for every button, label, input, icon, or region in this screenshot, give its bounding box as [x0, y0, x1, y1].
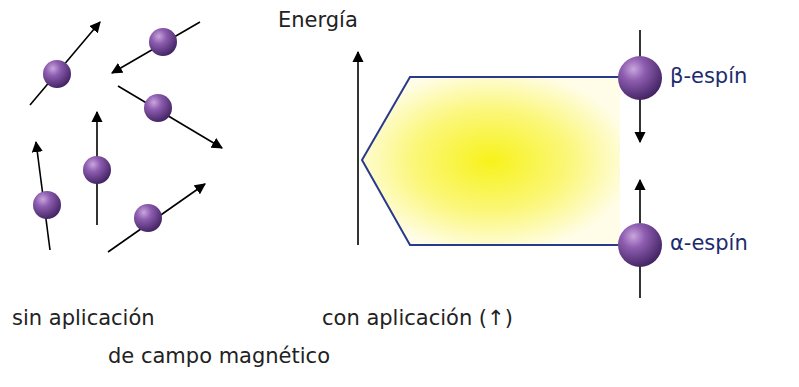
spin-label: β-espín	[670, 64, 747, 89]
beta-spin	[618, 30, 662, 142]
random-spins	[30, 22, 222, 252]
caption-text: sin aplicación	[12, 306, 155, 331]
caption-text: de campo magnético	[108, 344, 330, 369]
spin-label: α-espín	[670, 231, 748, 256]
caption-text: con aplicación (↑)	[322, 306, 513, 331]
axis-label: Energía	[278, 8, 358, 33]
energy-gap-glow	[362, 77, 620, 245]
energy-axis	[357, 52, 359, 245]
alpha-spin	[618, 180, 662, 298]
energy-levels	[362, 77, 620, 245]
